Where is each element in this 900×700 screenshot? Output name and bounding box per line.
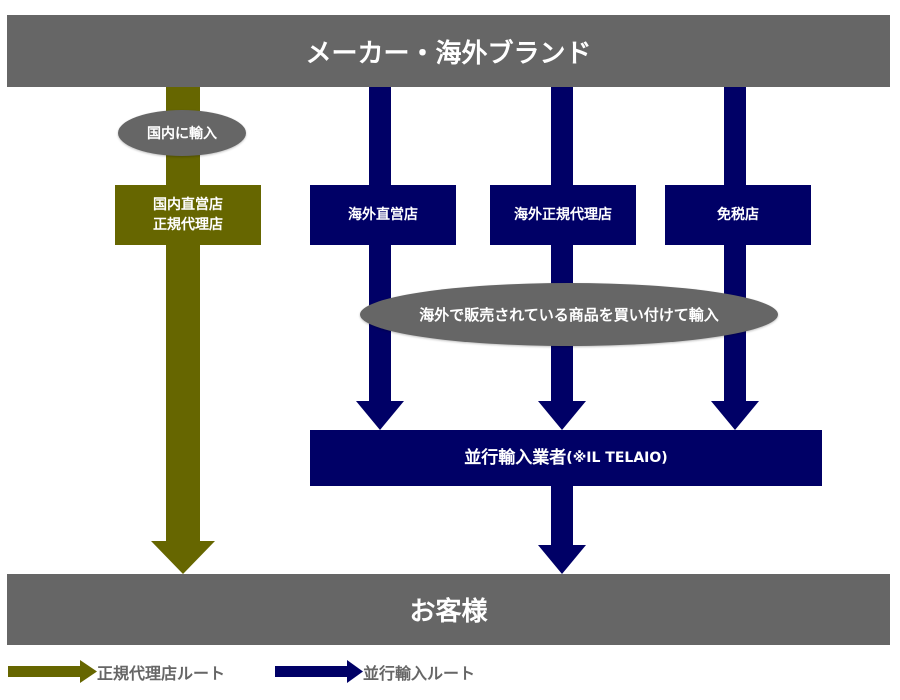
- customer-label: お客様: [409, 597, 488, 627]
- domestic-store-line-2: 正規代理店: [153, 217, 223, 233]
- parallel-importer-box: 並行輸入業者(※IL TELAIO): [310, 430, 822, 486]
- domestic-import-oval: 国内に輸入: [118, 110, 246, 156]
- legend-parallel-label: 並行輸入ルート: [363, 664, 476, 683]
- domestic-import-label: 国内に輸入: [147, 126, 217, 142]
- overseas-official-agent-label: 海外正規代理店: [514, 207, 612, 223]
- duty-free-store-box: 免税店: [665, 185, 811, 245]
- official-route-shaft: [166, 87, 200, 542]
- parallel-importer-note: (※IL TELAIO): [566, 450, 668, 466]
- duty-free-store-label: 免税店: [717, 207, 759, 223]
- importer-arrowhead: [538, 545, 586, 574]
- parallel-arrowhead-2: [538, 401, 586, 430]
- overseas-purchase-oval: 海外で販売されている商品を買い付けて輸入: [360, 283, 778, 346]
- parallel-importer-label: 並行輸入業者: [464, 448, 567, 468]
- parallel-arrowhead-1: [356, 401, 404, 430]
- customer-node: お客様: [7, 574, 890, 645]
- overseas-purchase-label: 海外で販売されている商品を買い付けて輸入: [419, 306, 719, 324]
- legend-official-arrow-icon: [8, 660, 97, 683]
- domestic-store-box: 国内直営店 正規代理店: [115, 185, 261, 245]
- overseas-direct-store-label: 海外直営店: [348, 207, 418, 223]
- importer-out-shaft: [551, 486, 573, 546]
- official-arrowhead-shape: [151, 541, 215, 574]
- legend: 正規代理店ルート 並行輸入ルート: [8, 658, 608, 684]
- domestic-store-line-1: 国内直営店: [153, 197, 223, 213]
- parallel-arrowhead-3: [711, 401, 759, 430]
- maker-brand-label: メーカー・海外ブランド: [305, 38, 592, 69]
- maker-brand-node: メーカー・海外ブランド: [7, 15, 890, 87]
- legend-parallel-arrow-icon: [275, 660, 363, 683]
- overseas-official-agent-box: 海外正規代理店: [490, 185, 636, 245]
- overseas-direct-store-box: 海外直営店: [310, 185, 456, 245]
- legend-official-label: 正規代理店ルート: [97, 664, 226, 683]
